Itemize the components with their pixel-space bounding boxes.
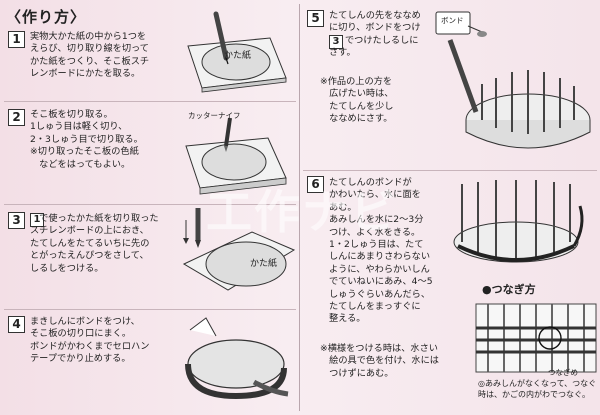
- join-detail-illustration: [475, 303, 597, 373]
- step-6-text: たてしんのボンドが かわいたら、水に面を あむ。 あみしんを水に2〜3分 つけ、…: [329, 177, 433, 325]
- wrapping-core-illustration: [185, 317, 289, 400]
- column-divider: [299, 4, 300, 411]
- page-title: 〈作り方〉: [6, 8, 87, 26]
- step-number-2: 2: [8, 109, 25, 126]
- step-ref-number: 1: [30, 213, 44, 227]
- divider: [4, 204, 296, 205]
- step-number-1: 1: [8, 31, 25, 48]
- inserting-stakes-illustration: [435, 11, 591, 149]
- step-3-text: で使ったかた紙を切り取った スチレンボードの上におき、 たてしんをたてるいちに先…: [30, 213, 159, 274]
- divider: [4, 101, 296, 102]
- join-caption: ◎あみしんがなくなって、つなぐ 時は、かごの内がわでつなぐ。: [478, 379, 597, 399]
- step-5-note: ※作品の上の方を 広げたい時は、 たてしんを少し ななめにさす。: [320, 76, 394, 125]
- step-5-line-3: でつけたしるしに: [345, 35, 419, 46]
- bond-label: ボンド: [441, 16, 464, 25]
- join-label: つなぎめ: [548, 368, 578, 377]
- step-number-3: 3: [8, 212, 25, 229]
- step-6-note: ※横様をつける時は、水さい 絵の具で色を付け、水には つけずにあむ。: [320, 343, 439, 379]
- styrene-board-stencil-illustration: [187, 11, 287, 93]
- marking-holes-illustration: [182, 208, 296, 291]
- step-4-text: まきしんにボンドをつけ、 そこ板の切り口にまく。 ボンドがかわくまでセロハン テ…: [30, 316, 150, 365]
- divider: [303, 170, 597, 171]
- stencil-label: かた紙: [224, 51, 252, 61]
- cutting-board-illustration: [185, 117, 287, 195]
- step-5-line-1: たてしんの先をななめ: [329, 10, 421, 21]
- weaving-basket-illustration: [453, 180, 584, 263]
- stencil-label: かた紙: [250, 259, 278, 269]
- watermark: 工作ナビ: [206, 185, 398, 239]
- step-5-line-4: さす。: [329, 47, 356, 59]
- cutter-label: カッターナイフ: [188, 111, 241, 120]
- join-section-title: ●つなぎ方: [482, 283, 536, 296]
- step-number-6: 6: [307, 176, 324, 193]
- step-number-4: 4: [8, 316, 25, 333]
- step-5-line-2: に切り、ボンドをつけ: [329, 22, 421, 34]
- step-1-text: 実物大かた紙の中から1つを えらび、切り取り線を切って かた紙をつくり、そこ板ス…: [30, 31, 150, 80]
- step-ref-number: 3: [329, 35, 343, 49]
- step-2-text: そこ板を切り取る。 1しゅう目は軽く切り、 2・3しゅう目で切り取る。 ※切り取…: [30, 109, 143, 170]
- step-number-5: 5: [307, 10, 324, 27]
- divider: [4, 309, 296, 310]
